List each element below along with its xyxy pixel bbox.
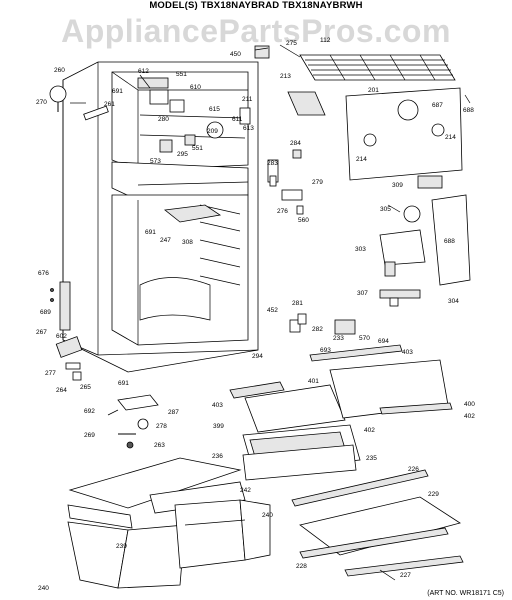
label-261: 261 [104, 101, 115, 108]
bottom-shelf [291, 469, 464, 577]
label-279: 279 [312, 179, 323, 186]
label-610: 610 [190, 84, 201, 91]
label-691a: 691 [112, 88, 123, 95]
label-688a: 688 [463, 107, 474, 114]
label-294: 294 [252, 353, 263, 360]
label-687: 687 [432, 102, 443, 109]
label-263: 263 [154, 442, 165, 449]
left-side-parts [49, 85, 159, 449]
label-305: 305 [380, 206, 391, 213]
label-112: 112 [320, 37, 331, 44]
art-number: (ART NO. WR18171 C5) [427, 590, 504, 597]
label-247: 247 [160, 237, 171, 244]
label-280: 280 [158, 116, 169, 123]
freezer-wire-shelf [254, 45, 456, 116]
label-402a: 402 [464, 413, 475, 420]
center-hardware [281, 149, 356, 335]
label-235: 235 [366, 455, 377, 462]
watermark: AppliancePartsPros.com [61, 13, 451, 49]
label-560: 560 [298, 217, 309, 224]
label-214a: 214 [445, 134, 456, 141]
label-399: 399 [213, 423, 224, 430]
label-283: 283 [267, 160, 278, 167]
label-236: 236 [212, 453, 223, 460]
model-title: MODEL(S) TBX18NAYBRAD TBX18NAYBRWH [149, 0, 363, 11]
label-227: 227 [400, 572, 411, 579]
label-570: 570 [359, 335, 370, 342]
label-226: 226 [408, 466, 419, 473]
label-401: 401 [308, 378, 319, 385]
label-402b: 402 [364, 427, 375, 434]
label-278: 278 [156, 423, 167, 430]
label-229: 229 [428, 491, 439, 498]
label-403b: 403 [212, 402, 223, 409]
glass-shelves [229, 344, 453, 481]
label-403a: 403 [402, 349, 413, 356]
label-693: 693 [320, 347, 331, 354]
label-689: 689 [40, 309, 51, 316]
label-213: 213 [280, 73, 291, 80]
label-260: 260 [54, 67, 65, 74]
label-573: 573 [150, 158, 161, 165]
label-692: 692 [84, 408, 95, 415]
label-304: 304 [448, 298, 459, 305]
label-691c: 691 [118, 380, 129, 387]
label-242: 242 [240, 487, 251, 494]
label-276: 276 [277, 208, 288, 215]
label-694: 694 [378, 338, 389, 345]
label-676: 676 [38, 270, 49, 277]
rear-cover-panel [345, 87, 463, 189]
label-613: 613 [243, 125, 254, 132]
label-209: 209 [207, 128, 218, 135]
label-233: 233 [333, 335, 344, 342]
label-551a: 551 [176, 71, 187, 78]
label-691b: 691 [145, 229, 156, 236]
label-214b: 214 [356, 156, 367, 163]
label-269: 269 [84, 432, 95, 439]
label-275: 275 [286, 40, 297, 47]
label-307: 307 [357, 290, 368, 297]
label-201: 201 [368, 87, 379, 94]
label-602: 602 [56, 333, 67, 340]
label-284: 284 [290, 140, 301, 147]
part-labels: 260 270 261 691 612 551 610 615 280 209 … [36, 37, 475, 592]
label-452: 452 [267, 307, 278, 314]
control-housing [379, 194, 471, 307]
crisper-assembly [67, 457, 271, 589]
label-450: 450 [230, 51, 241, 58]
label-400: 400 [464, 401, 475, 408]
label-240a: 240 [262, 512, 273, 519]
label-287: 287 [168, 409, 179, 416]
label-239: 239 [116, 543, 127, 550]
label-211: 211 [242, 96, 253, 103]
label-612: 612 [138, 68, 149, 75]
label-281: 281 [292, 300, 303, 307]
label-240b: 240 [38, 585, 49, 592]
label-611: 611 [232, 116, 243, 123]
cabinet-shell [62, 61, 279, 373]
label-282: 282 [312, 326, 323, 333]
label-551b: 551 [192, 145, 203, 152]
label-615: 615 [209, 106, 220, 113]
label-295: 295 [177, 151, 188, 158]
label-277: 277 [45, 370, 56, 377]
label-308: 308 [182, 239, 193, 246]
label-267: 267 [36, 329, 47, 336]
label-264: 264 [56, 387, 67, 394]
leader-lines [70, 44, 471, 581]
label-228: 228 [296, 563, 307, 570]
label-265: 265 [80, 384, 91, 391]
label-688b: 688 [444, 238, 455, 245]
label-270: 270 [36, 99, 47, 106]
label-309: 309 [392, 182, 403, 189]
label-303: 303 [355, 246, 366, 253]
